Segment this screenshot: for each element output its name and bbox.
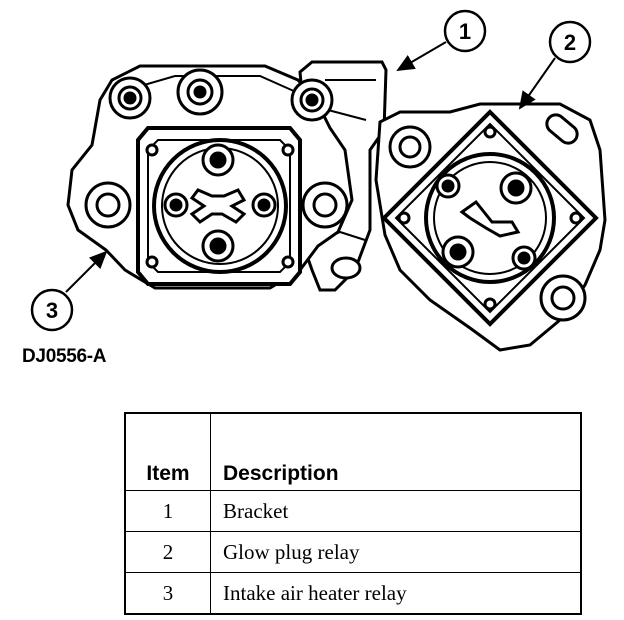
figure-code: DJ0556-A <box>22 346 107 367</box>
relay-assembly-diagram: 1 2 3 <box>30 9 607 352</box>
legend-header-row: Item Description <box>124 412 582 491</box>
table-row: 3 Intake air heater relay <box>124 572 582 615</box>
legend-item-description: Glow plug relay <box>210 531 582 573</box>
legend-item-number: 1 <box>124 490 211 532</box>
legend-item-description: Bracket <box>210 490 582 532</box>
callout-2-number: 2 <box>564 30 576 55</box>
table-row: 1 Bracket <box>124 490 582 532</box>
legend-item-number: 2 <box>124 531 211 573</box>
callout-2: 2 <box>518 20 592 110</box>
glow-plug-relay-drawing <box>374 102 607 352</box>
callout-3-number: 3 <box>46 298 58 323</box>
legend-table: Item Description 1 Bracket 2 Glow plug r… <box>124 412 582 615</box>
callout-3: 3 <box>30 250 108 332</box>
legend-item-number: 3 <box>124 572 211 615</box>
table-row: 2 Glow plug relay <box>124 531 582 573</box>
legend-header-description: Description <box>210 412 582 491</box>
intake-air-heater-relay-drawing <box>66 64 354 290</box>
legend-header-item: Item <box>124 412 211 491</box>
callout-1-number: 1 <box>459 19 471 44</box>
callout-1: 1 <box>396 9 487 72</box>
legend-item-description: Intake air heater relay <box>210 572 582 615</box>
